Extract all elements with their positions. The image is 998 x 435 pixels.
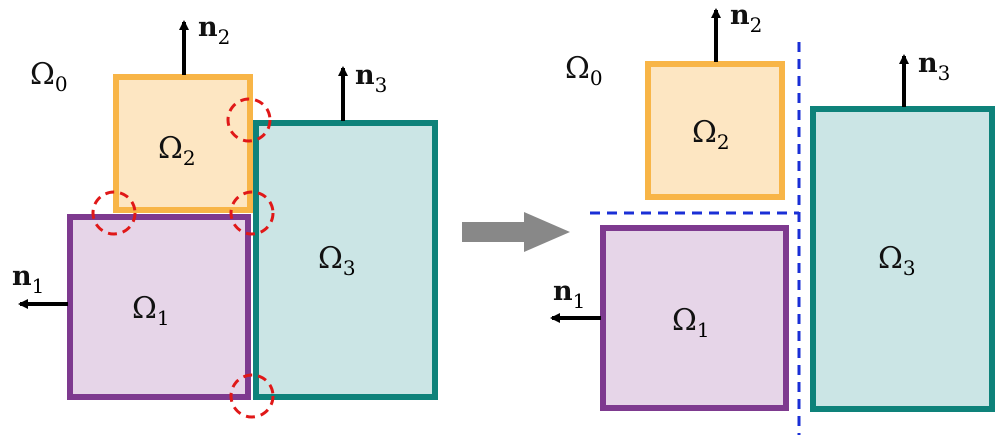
- right-omega3-box: [810, 106, 995, 412]
- corner-circle: [229, 190, 275, 236]
- left-omega0-label: Ω0: [30, 57, 68, 96]
- corner-circle: [229, 373, 275, 419]
- right-omega3-label: Ω3: [878, 241, 916, 280]
- left-n2-label: n2: [198, 12, 230, 49]
- right-omega1-box: [600, 225, 789, 411]
- left-n1-label: n1: [12, 261, 44, 298]
- right-omega2-label: Ω2: [692, 115, 730, 154]
- right-n1-label: n1: [553, 276, 585, 313]
- right-panel: Ω0 Ω2 Ω1 Ω3 n2 n3 n1: [550, 0, 995, 435]
- left-omega2-box: [113, 74, 253, 213]
- corner-circle: [91, 190, 137, 236]
- left-omega3-label: Ω3: [318, 241, 356, 280]
- right-n2-label: n2: [730, 0, 762, 37]
- left-panel: Ω0 Ω2 Ω1 Ω3 n2 n3 n1: [12, 12, 438, 419]
- corner-circle: [226, 97, 272, 143]
- transition-arrow: [462, 212, 570, 252]
- right-omega2-box: [645, 61, 785, 200]
- right-omega1-label: Ω1: [672, 303, 710, 342]
- left-omega1-box: [67, 214, 251, 400]
- left-omega2-label: Ω2: [158, 131, 196, 170]
- right-n3-label: n3: [918, 48, 950, 85]
- left-omega3-box: [253, 120, 438, 400]
- left-omega1-label: Ω1: [132, 291, 170, 330]
- left-n3-label: n3: [355, 60, 387, 97]
- right-omega0-label: Ω0: [565, 51, 603, 90]
